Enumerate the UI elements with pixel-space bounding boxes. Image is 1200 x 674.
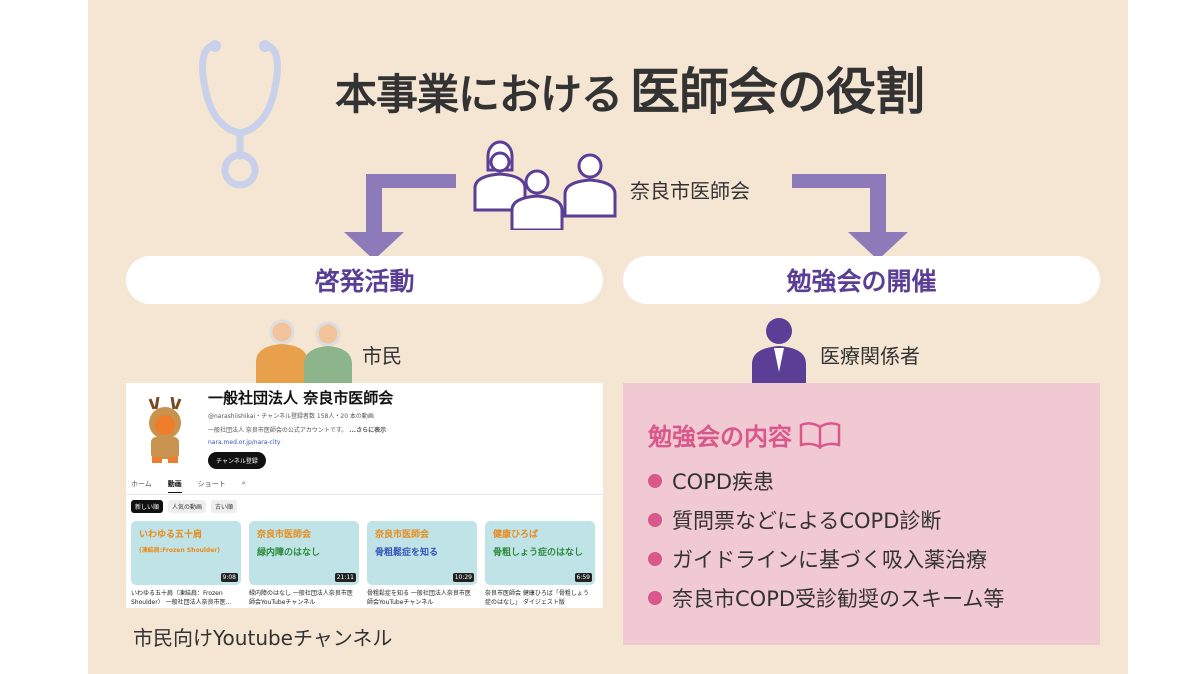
bullet-icon [648, 590, 662, 605]
doctors-icon [473, 140, 617, 230]
channel-meta: @narashiishikai・チャンネル登録者数 158人・20 本の動画 [208, 413, 374, 420]
filter-oldest[interactable]: 古い順 [211, 500, 238, 513]
medical-staff-icon [752, 318, 806, 384]
study-session-box: 勉強会の開催 [623, 256, 1100, 304]
citizens-icon [256, 319, 352, 386]
list-item: COPD疾患 [648, 461, 1004, 500]
arrow-right-icon [792, 174, 908, 260]
tab-videos[interactable]: 動画 [167, 479, 182, 493]
video-thumbnail[interactable]: いわゆる五十肩 (凍結肩:Frozen Shoulder) 9:08 [131, 521, 241, 585]
thumb-title: いわゆる五十肩 [139, 530, 203, 540]
channel-name: 一般社団法人 奈良市医師会 [208, 389, 394, 407]
list-item: 質問票などによるCOPD診断 [648, 500, 1004, 539]
title-prefix: 本事業における [335, 70, 623, 119]
bullet-icon [648, 473, 662, 488]
video-thumbnail[interactable]: 奈良市医師会緑内障のはなし 21:11 [249, 521, 359, 585]
study-content-box: 勉強会の内容 COPD疾患 質問票などによるCOPD診断 ガイドラインに基づく吸… [623, 383, 1100, 645]
tab-shorts[interactable]: ショート [197, 480, 226, 488]
video-title[interactable]: いわゆる五十肩（凍結肩：Frozen Shoulder） 一般社団法人奈良市医.… [131, 590, 232, 606]
video-duration: 6:59 [574, 573, 592, 582]
youtube-channel-screenshot: 一般社団法人 奈良市医師会 @narashiishikai・チャンネル登録者数 … [126, 383, 603, 608]
search-icon[interactable]: ⌕ [241, 479, 246, 487]
study-list: COPD疾患 質問票などによるCOPD診断 ガイドラインに基づく吸入薬治療 奈良… [648, 461, 1004, 617]
awareness-activity-box: 啓発活動 [126, 256, 603, 304]
thumb-title: 奈良市医師会 [257, 530, 312, 540]
awareness-label: 啓発活動 [314, 267, 415, 296]
video-duration: 21:11 [334, 573, 356, 582]
bullet-icon [648, 512, 662, 527]
bullet-icon [648, 551, 662, 566]
list-item-text: 質問票などによるCOPD診断 [672, 508, 942, 533]
book-icon [799, 421, 841, 449]
list-item-text: 奈良市COPD受診勧奨のスキーム等 [672, 586, 1005, 611]
thumb-subtitle: 骨粗しょう症のはなし [493, 548, 584, 558]
citizens-label: 市民 [362, 344, 402, 368]
video-duration: 9:08 [220, 573, 238, 582]
thumb-subtitle: 緑内障のはなし [257, 548, 321, 558]
organization-label: 奈良市医師会 [630, 179, 750, 203]
list-item: 奈良市COPD受診勧奨のスキーム等 [648, 578, 1004, 617]
filter-popular[interactable]: 人気の動画 [168, 500, 207, 513]
medical-staff-label: 医療関係者 [820, 344, 920, 368]
thumb-subtitle: 骨粗鬆症を知る [375, 548, 439, 558]
video-title[interactable]: 緑内障のはなし 一般社団法人奈良市医師会YouTubeチャンネル [249, 590, 353, 606]
video-title[interactable]: 奈良市医師会 健康ひろば「骨粗しょう症のはなし」 ダイジェスト版 [485, 590, 589, 606]
list-item: ガイドラインに基づく吸入薬治療 [648, 539, 1004, 578]
video-duration: 10:29 [452, 573, 474, 582]
mascot-deer-icon [148, 397, 182, 463]
arrow-left-icon [344, 174, 456, 260]
divider [126, 494, 603, 495]
thumb-subtitle: (凍結肩:Frozen Shoulder) [139, 547, 220, 554]
tab-home[interactable]: ホーム [131, 480, 152, 488]
filter-newest[interactable]: 新しい順 [131, 500, 164, 513]
study-heading: 勉強会の内容 [648, 417, 842, 452]
thumb-title: 健康ひろば [493, 530, 539, 540]
thumb-title: 奈良市医師会 [375, 530, 430, 540]
channel-link[interactable]: nara.med.or.jp/nara-city [208, 439, 281, 446]
study-heading-text: 勉強会の内容 [648, 423, 792, 451]
stethoscope-icon [199, 40, 281, 189]
video-title[interactable]: 骨粗鬆症を知る 一般社団法人奈良市医師会YouTubeチャンネル [367, 590, 471, 606]
list-item-text: ガイドラインに基づく吸入薬治療 [672, 547, 987, 572]
list-item-text: COPD疾患 [672, 469, 775, 494]
study-label: 勉強会の開催 [786, 267, 937, 296]
video-thumbnail[interactable]: 健康ひろば骨粗しょう症のはなし 6:59 [485, 521, 595, 585]
title-emphasis: 医師会の役割 [630, 63, 925, 121]
youtube-caption: 市民向けYoutubeチャンネル [133, 626, 393, 650]
video-thumbnail[interactable]: 奈良市医師会骨粗鬆症を知る 10:29 [367, 521, 477, 585]
more-link[interactable]: ...さらに表示 [349, 427, 387, 434]
subscribe-button[interactable]: チャンネル登録 [208, 452, 266, 469]
page-title: 本事業における医師会の役割 [335, 52, 925, 124]
channel-description: 一般社団法人 奈良市医師会の公式アカウントです。 [208, 427, 348, 434]
